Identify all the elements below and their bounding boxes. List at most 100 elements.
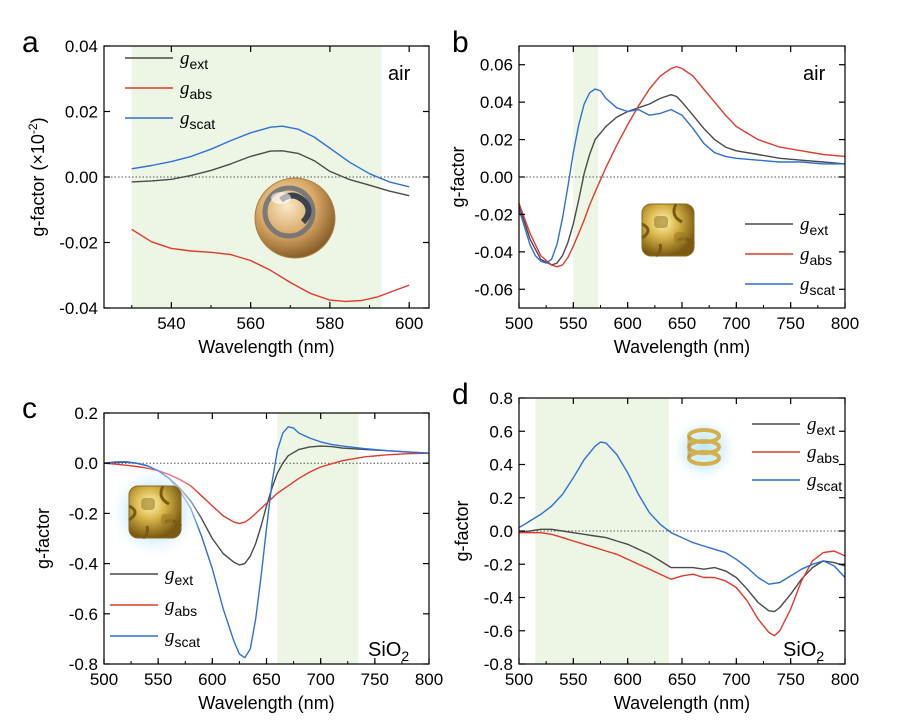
- y-tick-label: 0.04: [65, 37, 98, 56]
- series-line-ext: [519, 528, 845, 613]
- x-tick-label: 650: [668, 314, 696, 333]
- series-line-ext: [519, 94, 845, 266]
- legend-entry-abs: gabs: [800, 244, 832, 268]
- y-axis-label: g-factor (×10-2): [26, 117, 48, 236]
- x-tick-label: 580: [316, 314, 344, 333]
- x-tick-label: 800: [415, 670, 443, 689]
- legend-entry-scat: gscat: [807, 470, 842, 494]
- gold-cube-icon: [641, 203, 696, 258]
- x-tick-label: 750: [776, 670, 804, 689]
- x-tick-label: 500: [505, 314, 533, 333]
- legend-entry-ext: gext: [800, 214, 828, 238]
- y-tick-label: -0.06: [474, 280, 513, 299]
- legend-entry-scat: gscat: [165, 626, 200, 650]
- y-tick-label: 0.2: [74, 404, 98, 423]
- x-tick-label: 600: [613, 670, 641, 689]
- legend: gext gabs gscat: [110, 564, 200, 650]
- y-tick-label: 0.00: [480, 168, 513, 187]
- y-tick-label: 0.8: [489, 389, 513, 408]
- legend-entry-abs: gabs: [180, 78, 212, 102]
- gold-sphere-icon: [254, 177, 336, 259]
- y-axis-label: g-factor: [33, 508, 53, 569]
- y-tick-label: 0.04: [480, 93, 513, 112]
- x-tick-label: 650: [252, 670, 280, 689]
- y-tick-label: 0.06: [480, 56, 513, 75]
- legend: gext gabs gscat: [125, 48, 215, 132]
- x-tick-label: 550: [144, 670, 172, 689]
- legend: gext gabs gscat: [745, 214, 835, 298]
- legend-entry-ext: gext: [180, 48, 208, 72]
- x-tick-label: 700: [722, 670, 750, 689]
- environment-label: SiO2: [783, 639, 824, 664]
- series-line-abs: [519, 65, 845, 268]
- y-tick-label: -0.2: [484, 555, 513, 574]
- y-tick-label: 0.02: [480, 131, 513, 150]
- gold-helix-icon: [670, 415, 738, 483]
- y-tick-label: -0.02: [59, 234, 98, 253]
- x-tick-label: 650: [668, 670, 696, 689]
- legend-entry-ext: gext: [807, 414, 835, 438]
- x-tick-label: 560: [236, 314, 264, 333]
- x-tick-label: 750: [776, 314, 804, 333]
- environment-label: air: [803, 63, 826, 85]
- environment-label: air: [388, 63, 411, 85]
- series-line-ext: [131, 150, 410, 197]
- panel-label: a: [22, 26, 39, 59]
- x-axis-label: Wavelength (nm): [198, 693, 334, 713]
- y-tick-label: -0.4: [484, 589, 513, 608]
- legend-entry-abs: gabs: [807, 442, 839, 466]
- legend: gext gabs gscat: [752, 414, 842, 494]
- series-line-abs: [519, 532, 845, 637]
- y-tick-label: -0.4: [69, 555, 98, 574]
- panel-label: d: [452, 378, 469, 411]
- x-tick-label: 600: [198, 670, 226, 689]
- x-tick-label: 600: [395, 314, 423, 333]
- gold-cube-icon: [107, 464, 203, 560]
- environment-label: SiO2: [368, 639, 409, 664]
- x-axis-label: Wavelength (nm): [614, 693, 750, 713]
- x-tick-label: 750: [361, 670, 389, 689]
- y-tick-label: 0.2: [489, 489, 513, 508]
- y-tick-label: -0.2: [69, 504, 98, 523]
- x-tick-label: 800: [831, 670, 859, 689]
- x-tick-label: 700: [306, 670, 334, 689]
- y-tick-label: -0.04: [59, 299, 98, 318]
- legend-entry-scat: gscat: [180, 108, 215, 132]
- panel-b: 500 550 600 650 700 750 800 -0.06 -0.04 -0.02 0.00…: [448, 26, 859, 357]
- y-tick-label: 0.00: [65, 168, 98, 187]
- legend-entry-ext: gext: [165, 564, 193, 588]
- x-axis-label: Wavelength (nm): [614, 337, 750, 357]
- shaded-band: [277, 413, 359, 664]
- panel-label: b: [452, 26, 469, 59]
- x-tick-label: 700: [722, 314, 750, 333]
- series-line-scat: [131, 125, 410, 188]
- panel-d: 500 550 600 650 700 750 800 -0.8 -0.6 -0.4 -0.2 0.0…: [452, 378, 859, 713]
- series-line-scat: [519, 88, 845, 264]
- x-tick-label: 550: [559, 314, 587, 333]
- y-axis-label: g-factor: [452, 500, 472, 561]
- y-tick-label: 0.0: [74, 454, 98, 473]
- x-tick-label: 550: [559, 670, 587, 689]
- y-tick-label: -0.8: [484, 655, 513, 674]
- y-tick-label: -0.6: [69, 605, 98, 624]
- x-tick-label: 500: [505, 670, 533, 689]
- x-tick-label: 540: [157, 314, 185, 333]
- legend-entry-scat: gscat: [800, 274, 835, 298]
- series-line-abs: [131, 228, 410, 303]
- y-axis-label: g-factor: [448, 146, 468, 207]
- y-tick-label: -0.04: [474, 243, 513, 262]
- y-tick-label: -0.02: [474, 205, 513, 224]
- y-tick-label: 0.0: [489, 522, 513, 541]
- x-tick-label: 600: [613, 314, 641, 333]
- x-tick-label: 800: [831, 314, 859, 333]
- x-axis-label: Wavelength (nm): [198, 337, 334, 357]
- y-tick-label: -0.6: [484, 622, 513, 641]
- legend-entry-abs: gabs: [165, 595, 197, 619]
- y-tick-label: 0.4: [489, 456, 513, 475]
- x-tick-label: 500: [90, 670, 118, 689]
- series-line-scat: [519, 441, 845, 585]
- y-tick-label: 0.6: [489, 422, 513, 441]
